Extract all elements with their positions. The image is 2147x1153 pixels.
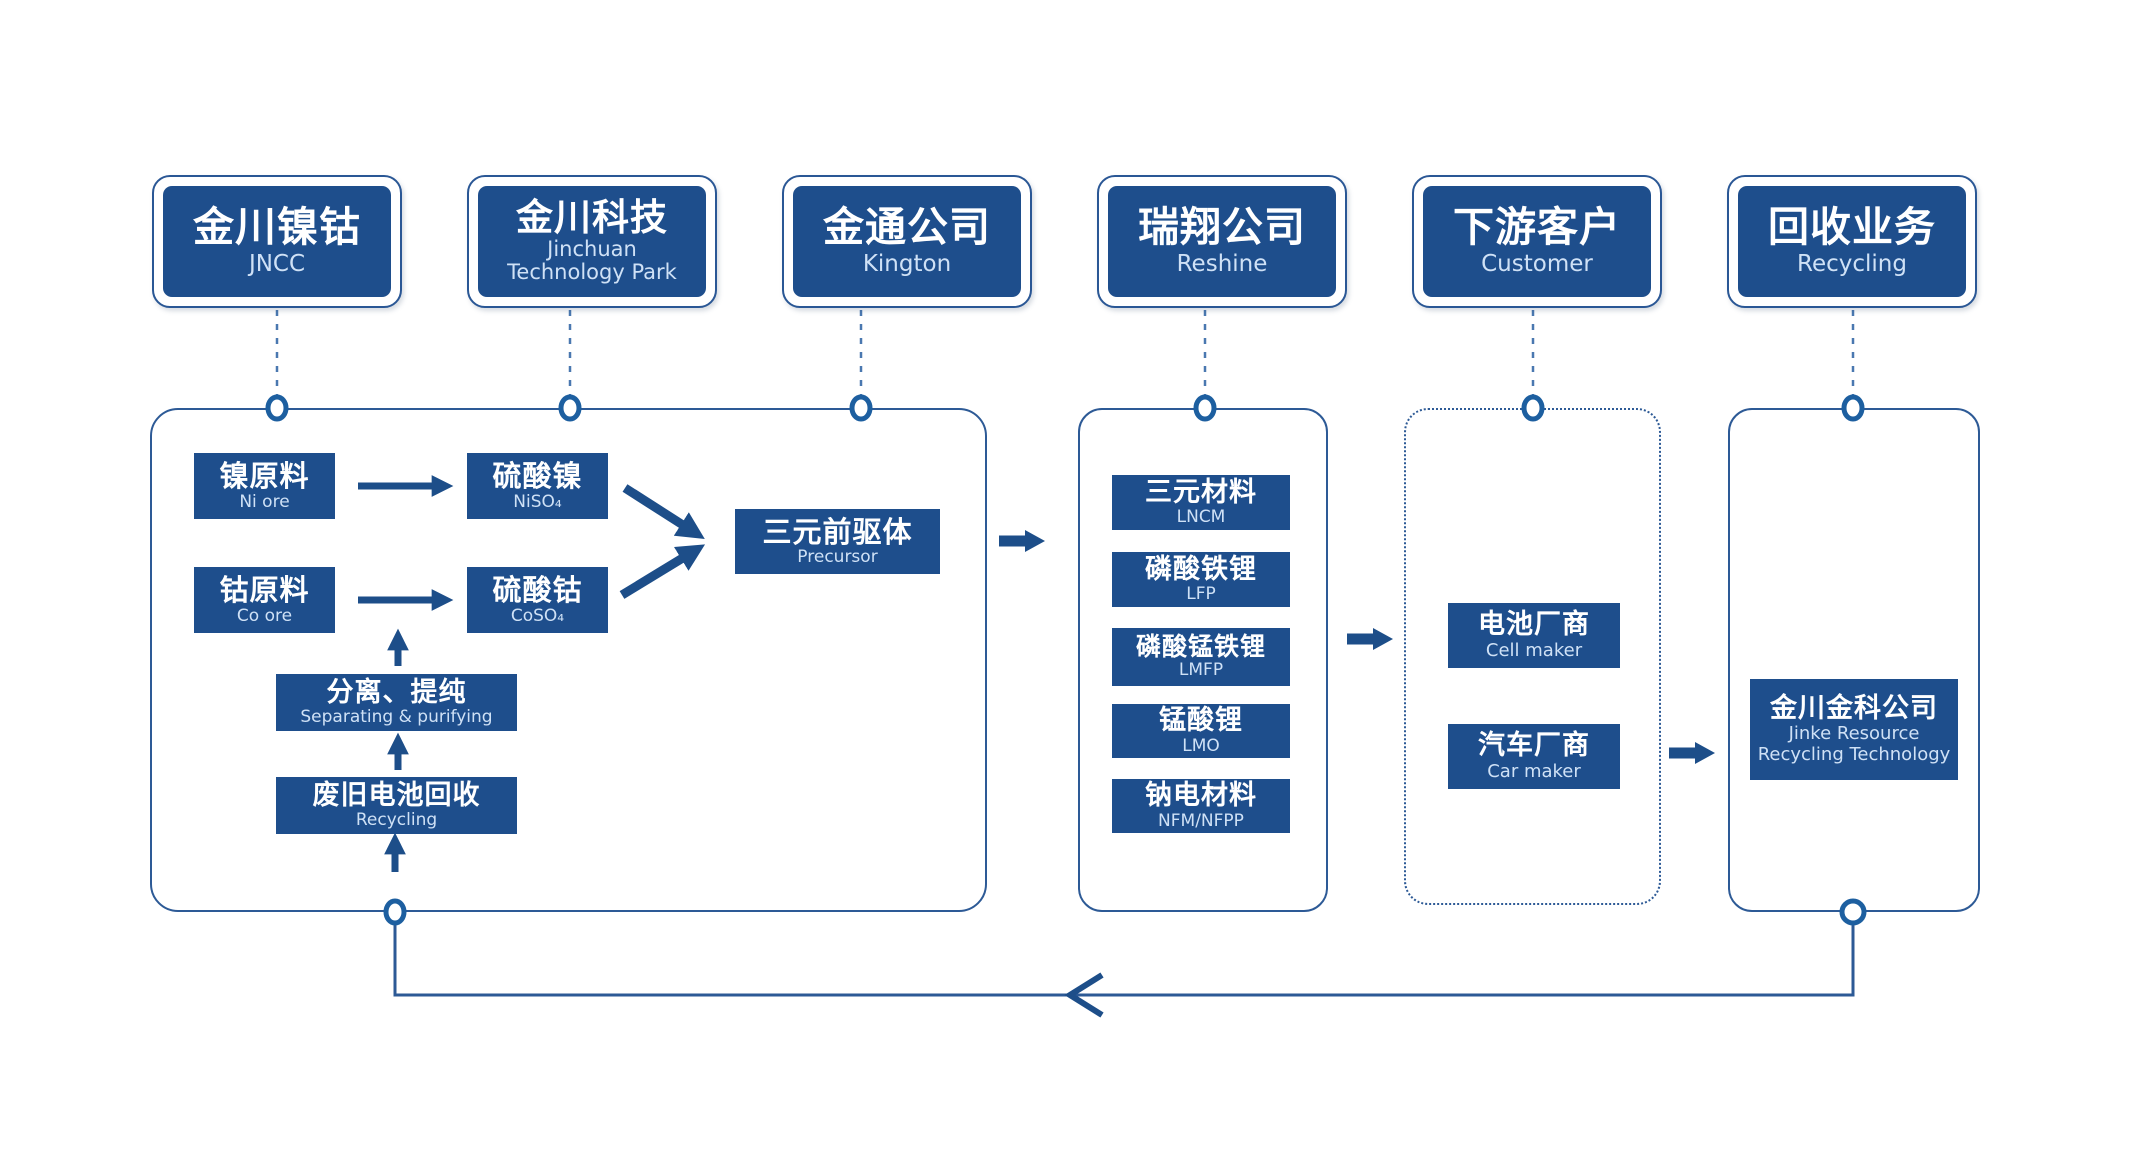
node-ni-ore-title: 镍原料 [219,459,310,494]
header-card-jncc: 金川镍钴 JNCC [152,175,402,308]
node-separating-purifying-subtitle: Separating & purifying [300,707,493,728]
node-separating-purifying-title: 分离、提纯 [326,676,467,708]
node-precursor-subtitle: Precursor [797,547,878,568]
node-car-maker-subtitle: Car maker [1487,760,1581,782]
connector-circles [265,394,1867,926]
node-coso4: 硫酸钴 CoSO₄ [467,567,608,633]
circle-connector [558,394,582,422]
header-card-jncc-title: 金川镍钴 [193,203,361,252]
node-separating-purifying: 分离、提纯 Separating & purifying [276,674,517,731]
node-precursor-title: 三元前驱体 [762,514,913,549]
node-jinke-resource-title: 金川金科公司 [1770,693,1938,725]
header-card-jncc-subtitle: JNCC [248,250,306,277]
node-lmo-title: 锰酸锂 [1159,705,1243,737]
node-lfp-title: 磷酸铁锂 [1145,553,1257,585]
header-card-customer-subtitle: Customer [1481,250,1593,277]
feedback-left-arrowhead-icon [1064,972,1104,1018]
header-card-recycling-panel: 回收业务 Recycling [1738,186,1966,297]
arrow-jncc-to-reshine [999,530,1045,552]
header-card-recycling: 回收业务 Recycling [1727,175,1977,308]
header-card-customer: 下游客户 Customer [1412,175,1662,308]
arrow-niso4-to-precursor [622,484,705,540]
header-card-jinchuan-tech: 金川科技 Jinchuan Technology Park [467,175,717,308]
circle-connector-bottom-right [1839,898,1867,926]
node-precursor: 三元前驱体 Precursor [735,509,940,574]
node-lncm-subtitle: LNCM [1176,507,1226,528]
node-niso4-title: 硫酸镍 [492,459,583,494]
header-card-reshine-title: 瑞翔公司 [1138,203,1306,252]
node-lncm: 三元材料 LNCM [1112,475,1290,530]
arrow-reshine-to-customer [1347,628,1393,650]
arrow-customer-to-recycling [1669,742,1715,764]
node-nfm-nfpp-title: 钠电材料 [1145,780,1257,812]
header-card-jinchuan-tech-subtitle-line1: Jinchuan [547,236,637,261]
arrow-coso4-to-precursor [619,544,706,599]
header-card-kington: 金通公司 Kington [782,175,1032,308]
header-card-recycling-title: 回收业务 [1768,203,1936,252]
header-card-jinchuan-tech-title: 金川科技 [516,196,668,239]
node-cell-maker-title: 电池厂商 [1478,609,1590,641]
recycling-feedback-loop [393,912,1855,1018]
header-card-reshine: 瑞翔公司 Reshine [1097,175,1347,308]
node-lmo: 锰酸锂 LMO [1112,704,1290,758]
node-co-ore-subtitle: Co ore [236,605,293,626]
header-card-jinchuan-tech-panel: 金川科技 Jinchuan Technology Park [478,186,706,297]
node-jinke-resource-subtitle-line1: Jinke Resource [1788,723,1920,745]
header-card-reshine-subtitle: Reshine [1176,250,1268,277]
circle-connector [265,394,289,422]
node-cell-maker: 电池厂商 Cell maker [1448,603,1620,668]
header-card-jinchuan-tech-subtitle-line2: Technology Park [507,260,677,285]
circle-connector [1193,394,1217,422]
header-card-reshine-panel: 瑞翔公司 Reshine [1108,186,1336,297]
node-car-maker: 汽车厂商 Car maker [1448,724,1620,789]
node-lncm-title: 三元材料 [1145,476,1257,508]
node-jinke-resource-subtitle-line2: Recycling Technology [1757,743,1951,765]
node-car-maker-title: 汽车厂商 [1478,730,1590,762]
process-arrows [358,475,706,872]
circle-connector [849,394,873,422]
container-recycling [1728,408,1980,912]
node-lfp-subtitle: LFP [1186,584,1216,605]
header-card-kington-subtitle: Kington [862,250,952,277]
circle-connector-bottom-left [383,898,407,926]
feedback-line [393,912,1855,997]
node-niso4-subtitle: NiSO₄ [513,491,562,512]
block-arrows [999,530,1715,764]
node-niso4: 硫酸镍 NiSO₄ [467,453,608,519]
dashed-drop-lines [275,310,1855,396]
node-battery-recycling: 废旧电池回收 Recycling [276,777,517,834]
node-cell-maker-subtitle: Cell maker [1485,639,1583,661]
node-coso4-title: 硫酸钴 [492,573,583,608]
circle-connector [1841,394,1865,422]
header-card-customer-panel: 下游客户 Customer [1423,186,1651,297]
header-card-kington-panel: 金通公司 Kington [793,186,1021,297]
node-lmfp: 磷酸锰铁锂 LMFP [1112,628,1290,686]
circle-connector [1521,394,1545,422]
node-ni-ore-subtitle: Ni ore [239,491,290,512]
node-battery-recycling-title: 废旧电池回收 [312,779,481,811]
node-nfm-nfpp: 钠电材料 NFM/NFPP [1112,779,1290,833]
node-lmo-subtitle: LMO [1182,735,1220,756]
node-coso4-subtitle: CoSO₄ [510,605,565,626]
node-jinke-resource: 金川金科公司 Jinke Resource Recycling Technolo… [1750,679,1958,780]
header-card-recycling-subtitle: Recycling [1797,250,1907,277]
node-lmfp-subtitle: LMFP [1178,660,1224,681]
node-nfm-nfpp-subtitle: NFM/NFPP [1158,810,1244,831]
node-ni-ore: 镍原料 Ni ore [194,453,335,519]
header-card-kington-title: 金通公司 [823,203,991,252]
header-card-customer-title: 下游客户 [1453,203,1621,252]
node-lfp: 磷酸铁锂 LFP [1112,552,1290,607]
header-card-jncc-panel: 金川镍钴 JNCC [163,186,391,297]
node-battery-recycling-subtitle: Recycling [355,810,438,831]
node-co-ore: 钴原料 Co ore [194,567,335,633]
node-co-ore-title: 钴原料 [219,573,310,608]
node-lmfp-title: 磷酸锰铁锂 [1135,632,1266,662]
